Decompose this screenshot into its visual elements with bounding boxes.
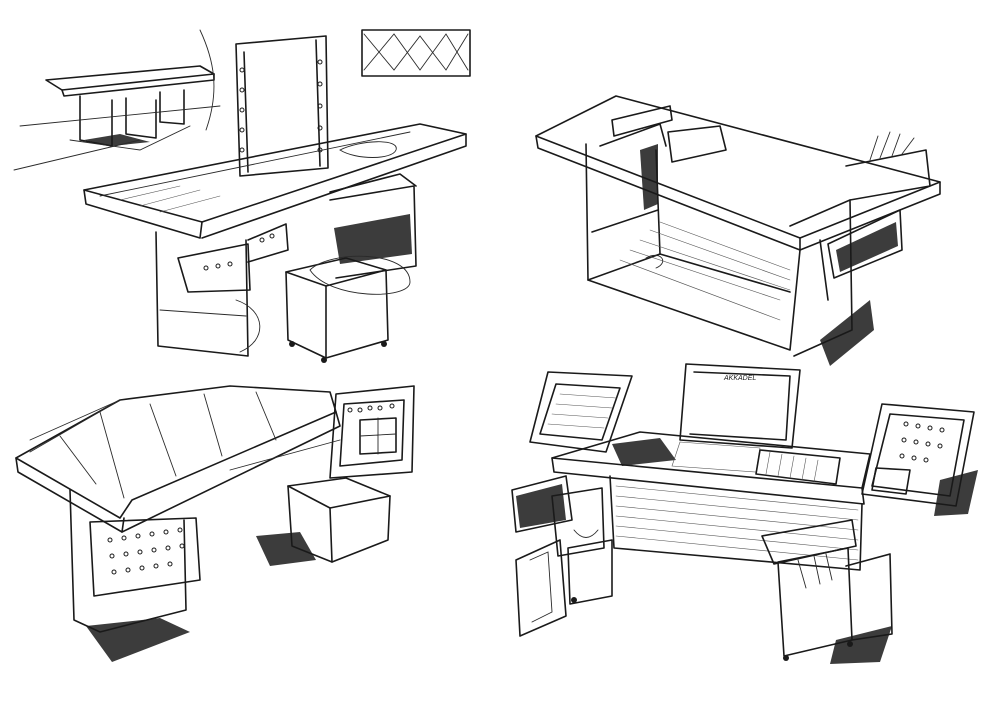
monitor-stand-sketch: [235, 35, 329, 177]
rolling-cart-sketch: [285, 173, 417, 363]
wall-panel-sketch: [361, 29, 471, 77]
sketch-cabinet-desk-with-side-shelves: [535, 95, 941, 366]
desk-top-sketch: [83, 123, 467, 239]
stand-label: AKKADEL: [723, 375, 756, 382]
sketch-angled-top-desk-with-rack: [15, 385, 415, 662]
sketch-console-with-side-racks-and-drawers: AKKADEL: [511, 363, 978, 664]
sketch-desk-with-monitor-stand-and-cart: [13, 29, 471, 363]
thumbnail-table-sketch: [19, 29, 221, 151]
desk-pedestal-sketch: [155, 223, 289, 357]
